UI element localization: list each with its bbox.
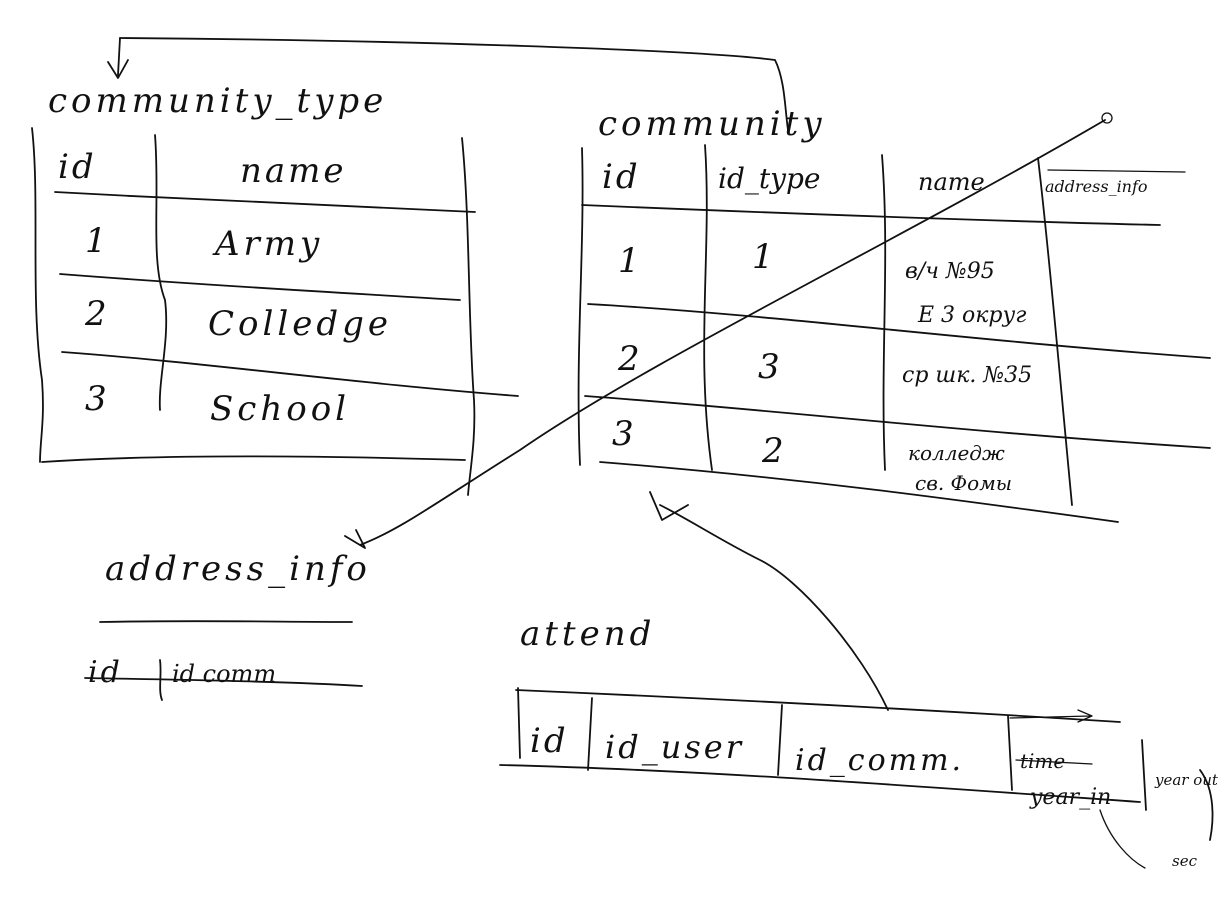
community-header-strikethrough bbox=[1047, 169, 1186, 173]
attend-header-id-comm: id_comm. bbox=[795, 743, 964, 778]
community-row-line-1 bbox=[587, 303, 1211, 359]
attend-table: attend id id_user id_comm. time year_in … bbox=[499, 614, 1219, 870]
community-row-3-name-line-2: св. Фомы bbox=[915, 471, 1012, 495]
community-row-2-id: 2 bbox=[617, 339, 644, 379]
community-row-1-name: в/ч №95 bbox=[905, 259, 995, 284]
community-address-info-anchor bbox=[1101, 112, 1113, 124]
attend-header-id: id bbox=[530, 721, 569, 761]
attend-left-border bbox=[517, 687, 521, 759]
community-row-1-id: 1 bbox=[618, 241, 644, 281]
community-table: community id id_type name address_info 1… bbox=[577, 104, 1211, 523]
community-type-row-line-2 bbox=[61, 351, 519, 397]
address-info-column-divider bbox=[159, 659, 163, 701]
community-type-row-1-id: 1 bbox=[85, 221, 111, 261]
community-type-row-1-name: Army bbox=[212, 224, 323, 264]
address-info-title: address_info bbox=[105, 549, 371, 589]
attend-divider-4 bbox=[1141, 739, 1147, 811]
community-type-row-3-name: School bbox=[210, 389, 350, 429]
community-bottom-line bbox=[599, 461, 1119, 523]
community-header-line bbox=[581, 204, 1161, 226]
community-row-3-id: 3 bbox=[612, 414, 638, 454]
community-row-1-id-type: 1 bbox=[752, 237, 778, 277]
attend-top-line bbox=[515, 689, 1121, 723]
community-type-bottom-line bbox=[41, 455, 466, 463]
attend-divider-1 bbox=[587, 697, 593, 771]
community-header-id: id bbox=[602, 157, 641, 197]
community-row-1-name-line-2: Е 3 округ bbox=[917, 303, 1026, 328]
community-title: community bbox=[598, 104, 826, 144]
address-info-header-id-comm: id comm bbox=[172, 660, 276, 688]
community-type-row-line-1 bbox=[59, 273, 461, 301]
community-row-line-2 bbox=[584, 395, 1211, 449]
community-type-left-border bbox=[31, 127, 44, 463]
attend-header-year-out: year out bbox=[1154, 771, 1219, 789]
attend-to-community-connector bbox=[649, 491, 889, 711]
community-type-title: community_type bbox=[48, 81, 387, 121]
attend-header-year-in: year_in bbox=[1029, 785, 1111, 810]
community-type-to-community-connector bbox=[119, 37, 789, 131]
community-divider-2 bbox=[881, 154, 887, 471]
community-row-2-id-type: 3 bbox=[758, 347, 784, 387]
community-to-address-info-connector bbox=[344, 119, 1106, 549]
community-row-3-id-type: 2 bbox=[761, 431, 788, 471]
relation-arrows bbox=[107, 37, 1146, 869]
attend-header-sec: sec bbox=[1172, 852, 1198, 870]
community-type-header-name: name bbox=[240, 151, 347, 191]
community-type-table: community_type id name 1 Army 2 Colledge… bbox=[31, 81, 519, 496]
community-row-2-name: ср шк. №35 bbox=[902, 363, 1032, 388]
community-type-row-2-name: Colledge bbox=[208, 304, 392, 344]
community-divider-3 bbox=[1037, 157, 1073, 506]
attend-bottom-line bbox=[499, 764, 1141, 803]
community-type-arrow-head bbox=[107, 37, 129, 79]
address-info-strikethrough bbox=[84, 677, 363, 687]
community-type-row-2-id: 2 bbox=[84, 294, 111, 334]
community-type-header-line bbox=[54, 191, 476, 213]
attend-header-id-user: id_user bbox=[605, 728, 744, 766]
community-type-column-divider bbox=[154, 134, 168, 411]
community-row-3-name: колледж bbox=[908, 441, 1005, 465]
community-type-row-3-id: 3 bbox=[85, 379, 111, 419]
community-header-id-type: id_type bbox=[718, 162, 820, 195]
attend-divider-3 bbox=[1007, 715, 1013, 791]
address-info-table: address_info id id comm bbox=[84, 549, 371, 701]
attend-header-time-strikethrough bbox=[1015, 759, 1093, 765]
community-divider-1 bbox=[703, 144, 713, 471]
community-type-right-border bbox=[461, 137, 476, 496]
attend-divider-2 bbox=[777, 704, 783, 776]
community-header-name: name bbox=[918, 168, 985, 196]
attend-year-in-tail bbox=[1099, 809, 1146, 869]
address-info-header-line bbox=[99, 620, 353, 623]
attend-title: attend bbox=[520, 614, 655, 654]
community-type-header-id: id bbox=[58, 147, 97, 187]
address-info-header-id: id bbox=[88, 655, 123, 690]
community-header-address-info: address_info bbox=[1045, 177, 1148, 196]
attend-right-border bbox=[1199, 769, 1214, 841]
attend-time-arrow bbox=[1009, 709, 1093, 723]
community-left-border bbox=[577, 147, 584, 466]
